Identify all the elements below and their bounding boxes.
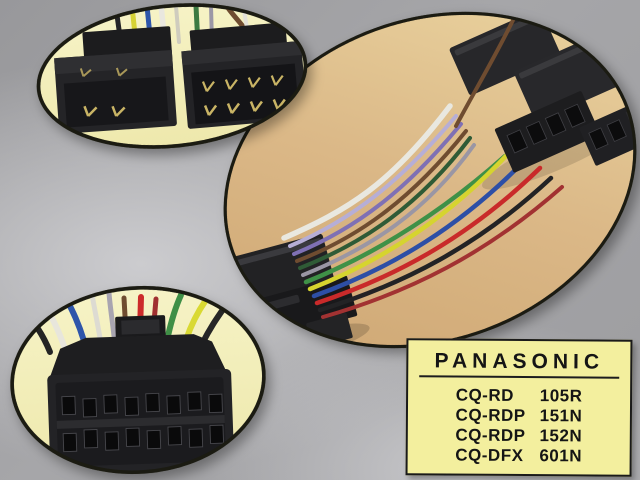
- wire-white: [281, 103, 453, 241]
- wire-black: [317, 175, 554, 313]
- wire-gray: [106, 290, 117, 339]
- model-list: CQ-RD 105R CQ-RDP 151N CQ-RDP 152N CQ-DF…: [408, 385, 631, 467]
- main-oval-border: [223, 11, 637, 349]
- wire-purple: [292, 122, 463, 256]
- model-code: 105R: [539, 386, 583, 406]
- model-label: PANASONIC CQ-RD 105R CQ-RDP 151N CQ-RDP …: [405, 338, 633, 477]
- model-name: CQ-RDP: [455, 405, 526, 426]
- model-name: CQ-RDP: [455, 425, 526, 446]
- wire-yellow: [307, 139, 522, 292]
- wire-dark-red: [321, 185, 564, 319]
- wire-green: [303, 153, 508, 285]
- model-code: 151N: [539, 406, 583, 426]
- inset-top-oval-border: [36, 3, 308, 149]
- wire-gray: [301, 143, 476, 277]
- gold-pins: [201, 74, 286, 116]
- radio-plug-body: [47, 315, 235, 475]
- brand-underline: [419, 375, 620, 379]
- wire-brown: [295, 129, 468, 263]
- wire-red: [314, 165, 543, 306]
- inset-bottom-oval-border: [10, 286, 266, 474]
- iso-power-plug: [54, 26, 177, 134]
- wire-blue: [311, 153, 532, 299]
- wire-dark-green: [298, 136, 472, 270]
- model-name: CQ-DFX: [455, 445, 524, 466]
- wire-brown-loop: [454, 12, 518, 128]
- iso-plugs-closeup: [54, 2, 308, 134]
- model-code: 152N: [539, 426, 583, 446]
- brand-name: PANASONIC: [434, 349, 605, 374]
- wire-bundle: [281, 12, 564, 319]
- wire-lavender: [288, 114, 458, 248]
- model-code: 601N: [539, 446, 583, 466]
- wire-green: [165, 292, 184, 339]
- model-name: CQ-RD: [455, 385, 515, 405]
- iso-speaker-plug: [181, 22, 308, 129]
- radio-plug-closeup: [21, 290, 235, 475]
- wire-beige: [174, 4, 181, 44]
- pin-holes: [61, 391, 225, 453]
- gold-pins: [79, 67, 128, 117]
